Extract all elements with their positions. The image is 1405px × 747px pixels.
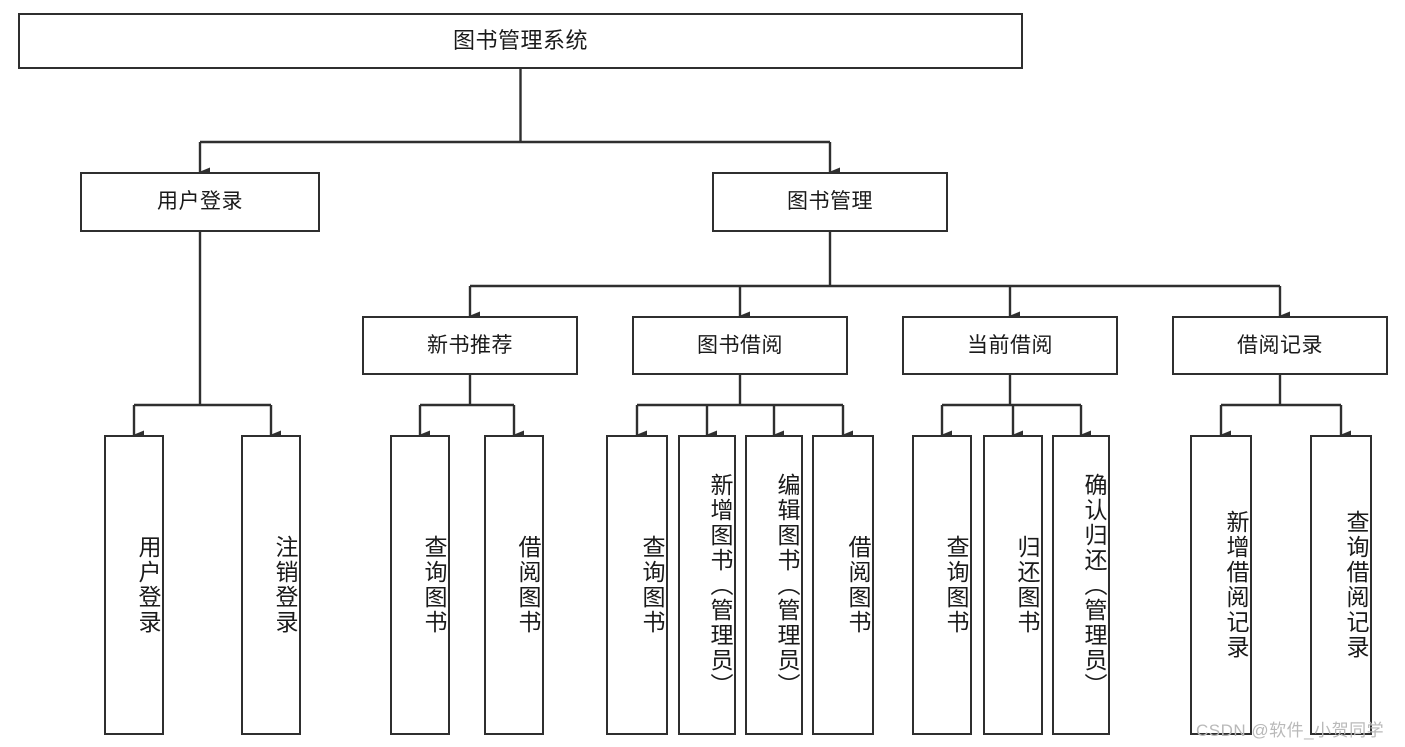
node-label: 注销登录 xyxy=(272,535,298,635)
leaf-leaf-edit-book[interactable]: 编辑图书（管理员） xyxy=(745,435,803,735)
node-label: 查询借阅记录 xyxy=(1343,510,1369,660)
node-label: 新书推荐 xyxy=(427,333,513,357)
leaf-leaf-return-book[interactable]: 归还图书 xyxy=(983,435,1043,735)
leaf-leaf-add-book[interactable]: 新增图书（管理员） xyxy=(678,435,736,735)
node-root[interactable]: 图书管理系统 xyxy=(18,13,1023,69)
node-label: 借阅图书 xyxy=(845,535,871,635)
node-label: 查询图书 xyxy=(943,535,969,635)
leaf-leaf-borrow-book-2[interactable]: 借阅图书 xyxy=(812,435,874,735)
leaf-leaf-borrow-book-1[interactable]: 借阅图书 xyxy=(484,435,544,735)
node-borrow-record[interactable]: 借阅记录 xyxy=(1172,316,1388,375)
leaf-leaf-user-login[interactable]: 用户登录 xyxy=(104,435,164,735)
leaf-leaf-add-record[interactable]: 新增借阅记录 xyxy=(1190,435,1252,735)
leaf-leaf-query-book-3[interactable]: 查询图书 xyxy=(912,435,972,735)
leaf-leaf-logout-login[interactable]: 注销登录 xyxy=(241,435,301,735)
node-label: 归还图书 xyxy=(1014,535,1040,635)
node-label: 图书借阅 xyxy=(697,333,783,357)
node-label: 图书管理系统 xyxy=(452,27,588,53)
node-new-book-recommend[interactable]: 新书推荐 xyxy=(362,316,578,375)
leaf-leaf-confirm-return[interactable]: 确认归还（管理员） xyxy=(1052,435,1110,735)
node-label: 确认归还（管理员） xyxy=(1081,472,1107,698)
node-user-login[interactable]: 用户登录 xyxy=(80,172,320,232)
node-label: 新增图书（管理员） xyxy=(707,472,733,698)
leaf-leaf-query-book-2[interactable]: 查询图书 xyxy=(606,435,668,735)
node-label: 图书管理 xyxy=(787,190,873,214)
node-book-manage[interactable]: 图书管理 xyxy=(712,172,948,232)
node-book-borrow[interactable]: 图书借阅 xyxy=(632,316,848,375)
node-label: 编辑图书（管理员） xyxy=(774,472,800,698)
node-label: 借阅记录 xyxy=(1237,333,1323,357)
leaf-leaf-query-record[interactable]: 查询借阅记录 xyxy=(1310,435,1372,735)
tree-connectors xyxy=(132,69,1351,440)
node-current-borrow[interactable]: 当前借阅 xyxy=(902,316,1118,375)
node-label: 借阅图书 xyxy=(515,535,541,635)
node-label: 查询图书 xyxy=(639,535,665,635)
csdn-watermark: CSDN @软件_小贺同学 xyxy=(1196,721,1385,740)
node-label: 新增借阅记录 xyxy=(1223,510,1249,660)
node-label: 当前借阅 xyxy=(967,333,1053,357)
node-label: 用户登录 xyxy=(157,190,243,214)
node-label: 查询图书 xyxy=(421,535,447,635)
leaf-leaf-query-book-1[interactable]: 查询图书 xyxy=(390,435,450,735)
node-label: 用户登录 xyxy=(135,535,161,635)
